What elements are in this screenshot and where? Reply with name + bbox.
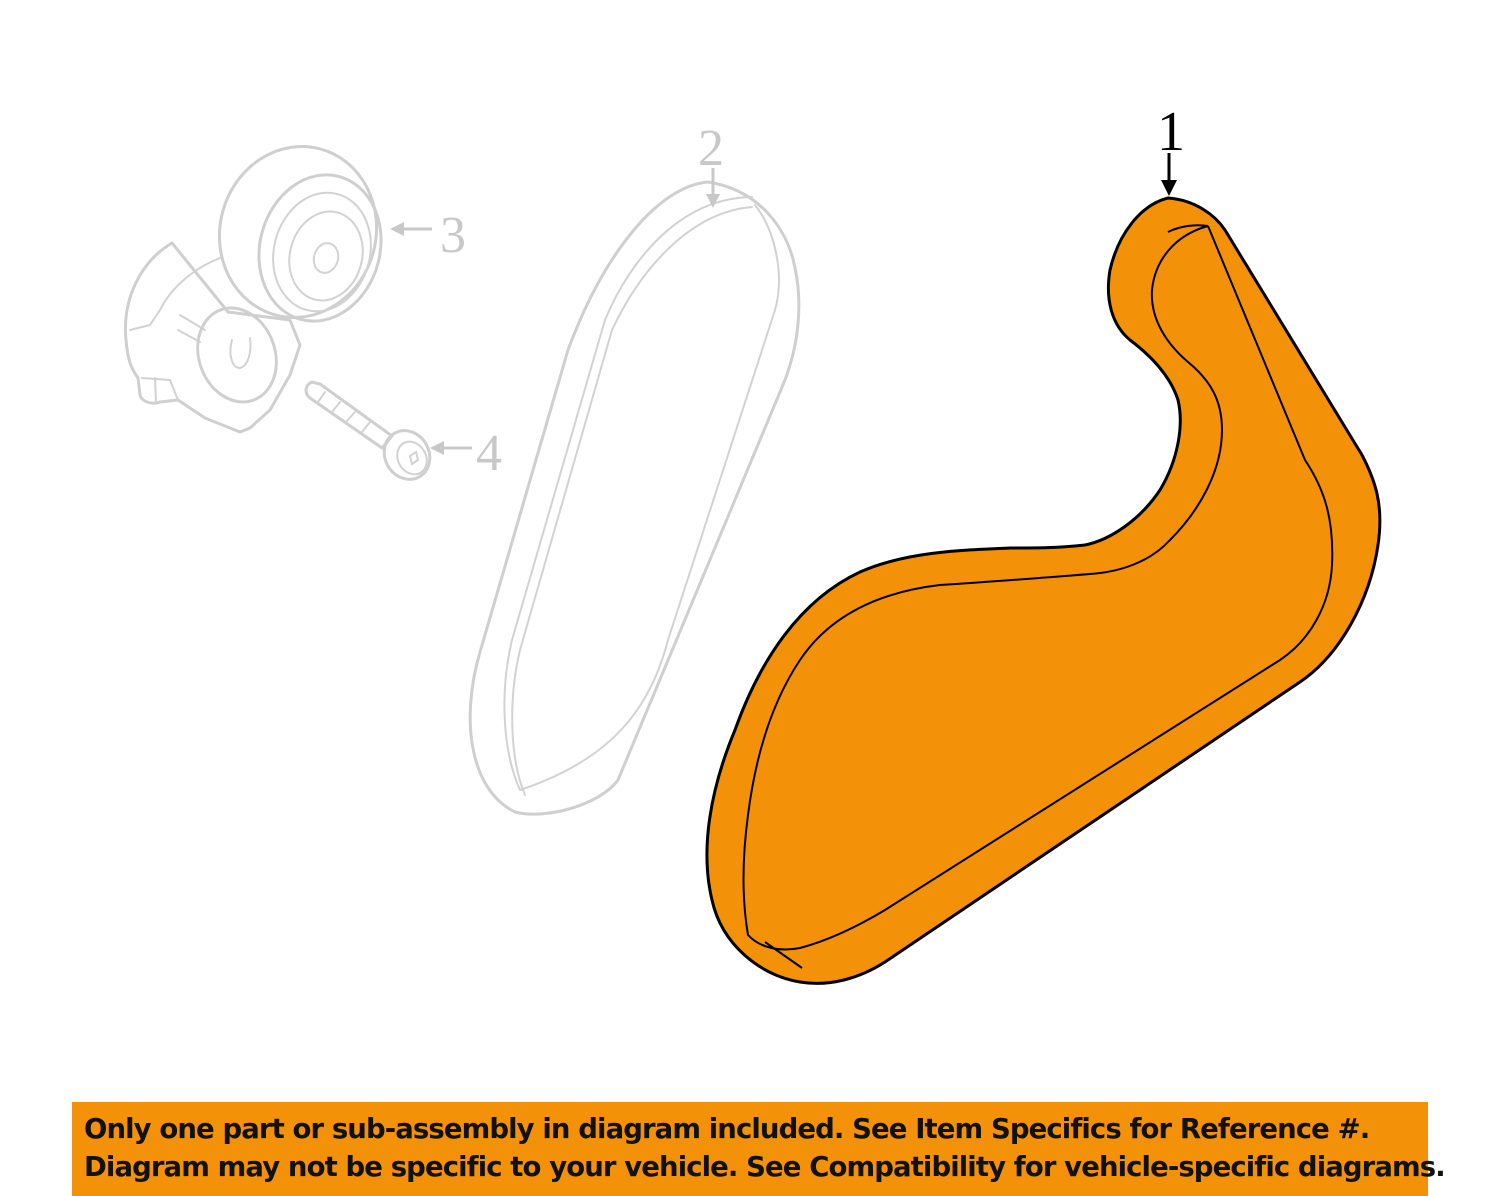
disclaimer-line-2: Diagram may not be specific to your vehi… [84, 1151, 1446, 1183]
callout-4-label: 4 [476, 425, 502, 482]
callout-1-label: 1 [1157, 101, 1185, 163]
tensioner-assembly [123, 145, 383, 434]
callout-3-label: 3 [440, 207, 466, 264]
callout-4: 4 [430, 425, 502, 482]
parts-diagram: 3 4 2 1 [123, 101, 1382, 985]
callout-2: 2 [698, 120, 724, 208]
disclaimer-banner: Only one part or sub-assembly in diagram… [72, 1102, 1446, 1196]
disclaimer-line-1: Only one part or sub-assembly in diagram… [84, 1113, 1370, 1145]
serpentine-belt-drawing [705, 196, 1382, 985]
callout-2-label: 2 [698, 120, 724, 177]
callout-1: 1 [1157, 101, 1185, 196]
tensioner-bolt-drawing [304, 380, 432, 481]
secondary-belt-drawing [468, 180, 801, 816]
callout-3: 3 [390, 207, 466, 264]
